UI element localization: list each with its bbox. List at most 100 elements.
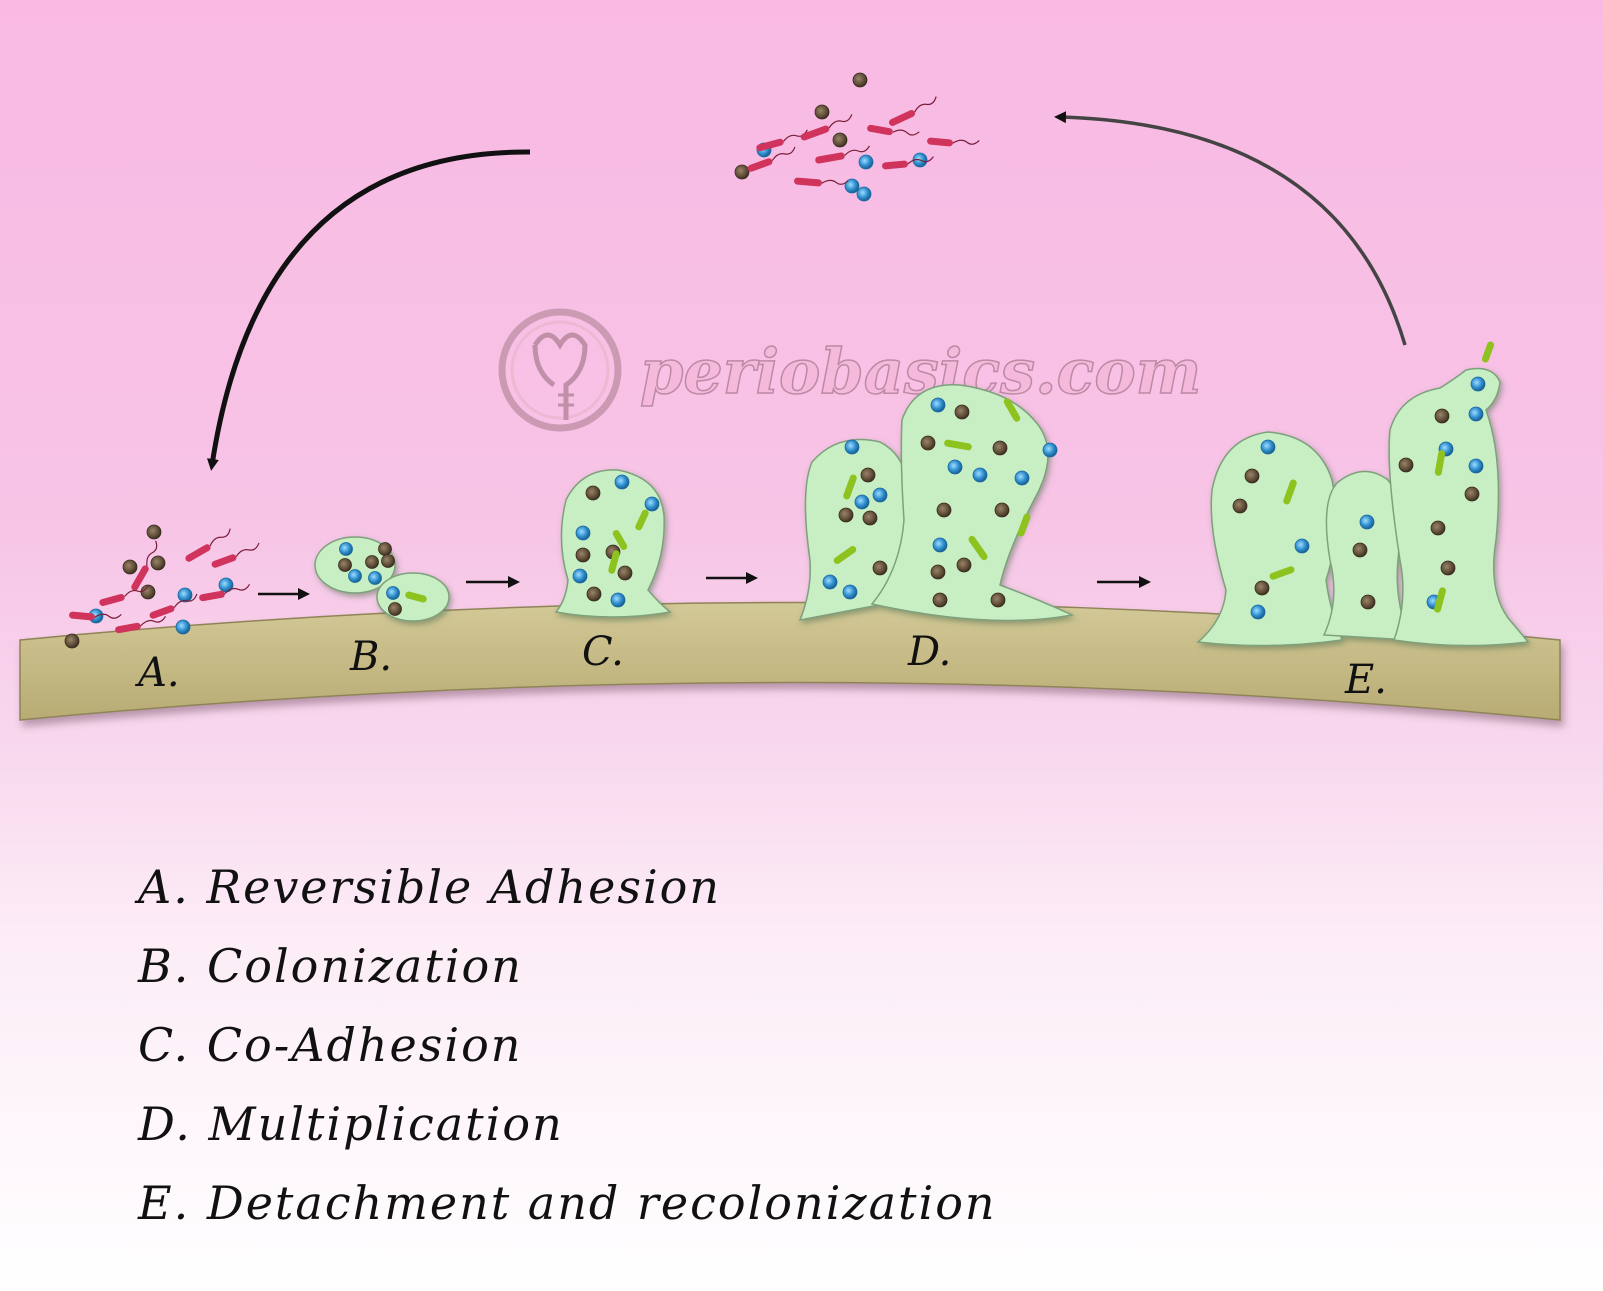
brown-coccus-icon: [1464, 486, 1480, 502]
recolonization-arrow-left: [206, 149, 531, 471]
legend: A. Reversible Adhesion B. Colonization C…: [138, 848, 997, 1243]
rod-bacterium-icon: [927, 137, 980, 147]
rod-bacterium-icon: [115, 615, 167, 634]
brown-coccus-icon: [64, 633, 80, 649]
brown-coccus-icon: [838, 507, 854, 523]
brown-coccus-icon: [954, 404, 970, 420]
brown-coccus-icon: [920, 435, 936, 451]
blue-coccus-icon: [610, 592, 626, 608]
brown-coccus-icon: [814, 104, 830, 120]
blue-coccus-icon: [930, 397, 946, 413]
brown-coccus-icon: [378, 542, 392, 556]
stage-label-b: B.: [349, 634, 392, 680]
watermark-text: periobasics.com: [640, 335, 1201, 408]
brown-coccus-icon: [146, 524, 162, 540]
tooth-surface: [19, 601, 1561, 721]
blue-coccus-icon: [854, 494, 870, 510]
green-rod-bacterium-icon: [1434, 587, 1446, 613]
blue-coccus-icon: [1294, 538, 1310, 554]
rod-bacterium-icon: [69, 611, 122, 621]
brown-coccus-icon: [872, 560, 888, 576]
blue-coccus-icon: [858, 154, 874, 170]
blue-coccus-icon: [1042, 442, 1058, 458]
brown-coccus-icon: [1244, 468, 1260, 484]
rod-bacterium-icon: [756, 129, 808, 152]
watermark-logo-icon: [498, 308, 622, 432]
bacteria-layer: [64, 72, 1495, 649]
brown-coccus-icon: [734, 164, 750, 180]
brown-coccus-icon: [1254, 580, 1270, 596]
brown-coccus-icon: [586, 586, 602, 602]
rod-bacterium-icon: [882, 156, 934, 170]
brown-coccus-icon: [575, 547, 591, 563]
blue-coccus-icon: [844, 439, 860, 455]
green-rod-bacterium-icon: [1434, 450, 1446, 476]
rod-bacterium-icon: [211, 542, 260, 568]
blue-coccus-icon: [175, 619, 191, 635]
rod-bacterium-icon: [99, 584, 149, 606]
green-rod-bacterium-icon: [608, 550, 620, 574]
brown-coccus-icon: [585, 485, 601, 501]
brown-coccus-icon: [956, 557, 972, 573]
blue-coccus-icon: [572, 568, 588, 584]
brown-coccus-icon: [994, 502, 1010, 518]
blue-coccus-icon: [1468, 458, 1484, 474]
legend-item-b: B. Colonization: [138, 939, 523, 993]
brown-coccus-icon: [1352, 542, 1368, 558]
brown-coccus-icon: [862, 510, 878, 526]
green-rod-bacterium-icon: [1481, 341, 1495, 363]
rod-bacterium-icon: [199, 583, 251, 602]
detachment-arrow-right: [1054, 111, 1407, 346]
stage-d-biofilm: [798, 384, 1075, 622]
green-rod-bacterium-icon: [843, 474, 857, 500]
blue-coccus-icon: [972, 467, 988, 483]
green-rod-bacterium-icon: [405, 591, 427, 603]
biofilm-diagram: periobasics.com A. B. C. D. E.: [19, 72, 1561, 721]
stage-label-c: C.: [582, 629, 624, 675]
rod-bacterium-icon: [888, 96, 937, 126]
blue-coccus-icon: [947, 459, 963, 475]
brown-coccus-icon: [150, 555, 166, 571]
brown-coccus-icon: [832, 132, 848, 148]
blue-coccus-icon: [368, 571, 382, 585]
blue-coccus-icon: [872, 487, 888, 503]
legend-item-d: D. Multiplication: [138, 1097, 564, 1151]
brown-coccus-icon: [365, 555, 379, 569]
blue-coccus-icon: [842, 584, 858, 600]
brown-coccus-icon: [992, 440, 1008, 456]
green-rod-bacterium-icon: [833, 546, 857, 564]
brown-coccus-icon: [388, 602, 402, 616]
blue-coccus-icon: [339, 542, 353, 556]
blue-coccus-icon: [932, 537, 948, 553]
brown-coccus-icon: [930, 564, 946, 580]
green-rod-bacterium-icon: [1017, 513, 1031, 537]
brown-coccus-icon: [122, 559, 138, 575]
green-rod-bacterium-icon: [968, 535, 988, 561]
brown-coccus-icon: [1232, 498, 1248, 514]
blue-coccus-icon: [856, 186, 872, 202]
brown-coccus-icon: [936, 502, 952, 518]
green-rod-bacterium-icon: [1003, 398, 1021, 422]
brown-coccus-icon: [1398, 457, 1414, 473]
brown-coccus-icon: [852, 72, 868, 88]
stage-label-d: D.: [907, 629, 951, 675]
blue-coccus-icon: [1260, 439, 1276, 455]
stage-e-biofilm: [1196, 367, 1530, 647]
rod-bacterium-icon: [149, 593, 198, 619]
blue-coccus-icon: [844, 178, 860, 194]
rod-bacterium-icon: [131, 540, 158, 591]
green-rod-bacterium-icon: [612, 530, 628, 550]
brown-coccus-icon: [338, 558, 352, 572]
rod-bacterium-icon: [747, 146, 796, 172]
brown-coccus-icon: [1430, 520, 1446, 536]
rod-bacterium-icon: [800, 114, 853, 141]
rod-bacterium-icon: [794, 177, 849, 187]
legend-item-a: A. Reversible Adhesion: [138, 860, 721, 914]
rod-bacterium-icon: [815, 145, 871, 164]
legend-item-c: C. Co-Adhesion: [138, 1018, 523, 1072]
blue-coccus-icon: [1014, 470, 1030, 486]
brown-coccus-icon: [381, 554, 395, 568]
stage-label-e: E.: [1344, 657, 1387, 703]
brown-coccus-icon: [1440, 560, 1456, 576]
legend-item-e: E. Detachment and recolonization: [138, 1176, 997, 1230]
